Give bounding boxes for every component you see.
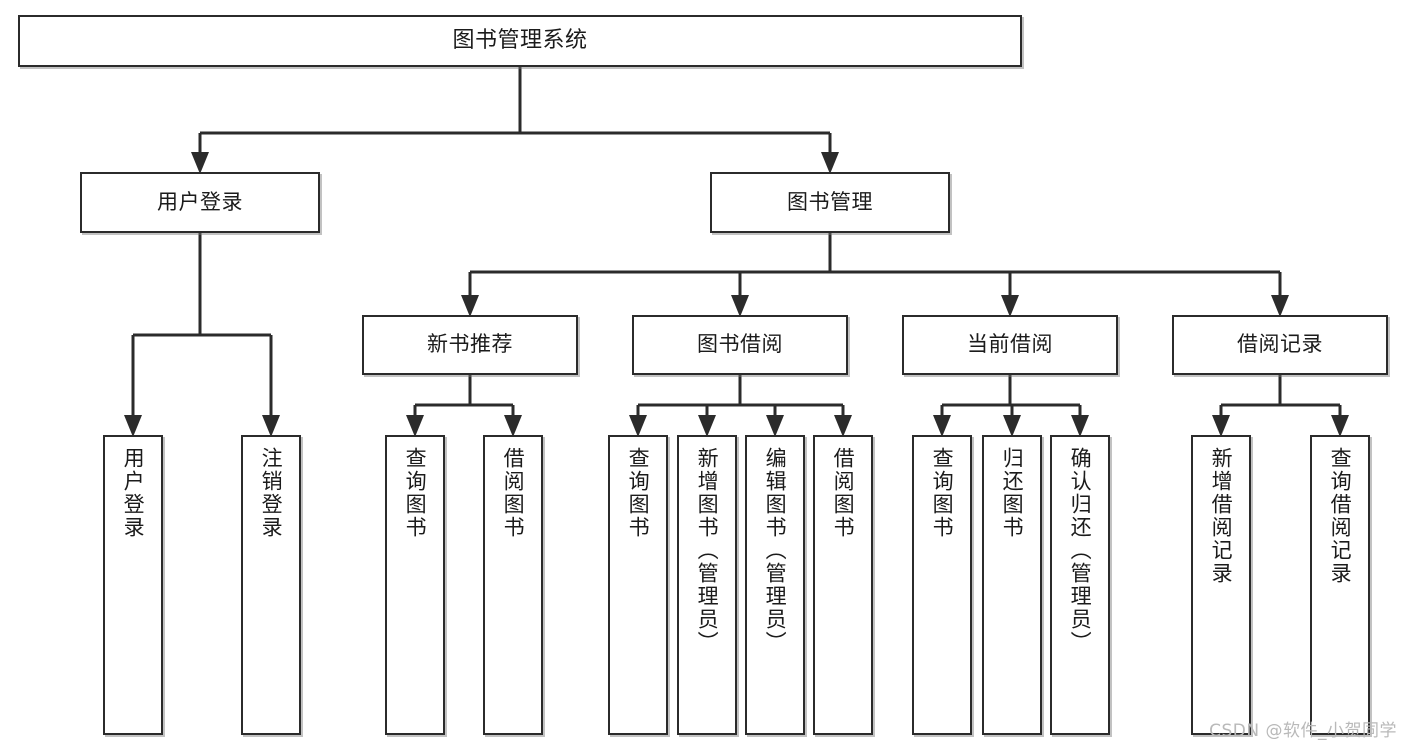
node-leaf-user-login-label: 用户登录 [121,447,146,539]
node-book-management[interactable]: 图书管理 [710,172,950,233]
node-leaf-cu-confirm-return-label: 确认归还（管理员） [1068,447,1093,654]
node-leaf-cu-confirm-return[interactable]: 确认归还（管理员） [1050,435,1110,735]
node-leaf-rc-add-record[interactable]: 新增借阅记录 [1191,435,1251,735]
node-leaf-logout[interactable]: 注销登录 [241,435,301,735]
node-leaf-rc-add-record-label: 新增借阅记录 [1209,447,1234,585]
node-borrow-records-label: 借阅记录 [1237,332,1323,357]
node-leaf-bo-add-book[interactable]: 新增图书（管理员） [677,435,737,735]
node-leaf-cu-query-book[interactable]: 查询图书 [912,435,972,735]
csdn-watermark: CSDN @软件_小贺同学 [1209,721,1397,741]
node-leaf-rc-query-record-label: 查询借阅记录 [1328,447,1353,585]
node-book-management-label: 图书管理 [787,189,873,214]
node-leaf-nb-query-book[interactable]: 查询图书 [385,435,445,735]
node-user-login-label: 用户登录 [157,189,243,214]
node-leaf-bo-add-book-label: 新增图书（管理员） [695,447,720,654]
node-root[interactable]: 图书管理系统 [18,15,1022,67]
node-new-book-recommend-label: 新书推荐 [427,332,513,357]
node-root-label: 图书管理系统 [452,27,588,53]
node-leaf-rc-query-record[interactable]: 查询借阅记录 [1310,435,1370,735]
node-leaf-nb-query-book-label: 查询图书 [403,447,428,539]
node-leaf-bo-query-book-label: 查询图书 [626,447,651,539]
node-new-book-recommend[interactable]: 新书推荐 [362,315,578,375]
node-current-borrow-label: 当前借阅 [967,332,1053,357]
node-leaf-cu-return-book-label: 归还图书 [1000,447,1025,539]
node-book-borrow[interactable]: 图书借阅 [632,315,848,375]
node-leaf-bo-borrow-book-label: 借阅图书 [831,447,856,539]
node-leaf-nb-borrow-book-label: 借阅图书 [501,447,526,539]
node-current-borrow[interactable]: 当前借阅 [902,315,1118,375]
node-leaf-cu-query-book-label: 查询图书 [930,447,955,539]
node-leaf-cu-return-book[interactable]: 归还图书 [982,435,1042,735]
node-user-login[interactable]: 用户登录 [80,172,320,233]
node-leaf-bo-borrow-book[interactable]: 借阅图书 [813,435,873,735]
node-leaf-nb-borrow-book[interactable]: 借阅图书 [483,435,543,735]
node-leaf-bo-edit-book-label: 编辑图书（管理员） [763,447,788,654]
node-leaf-user-login[interactable]: 用户登录 [103,435,163,735]
node-leaf-logout-label: 注销登录 [259,447,284,539]
node-book-borrow-label: 图书借阅 [697,332,783,357]
node-leaf-bo-query-book[interactable]: 查询图书 [608,435,668,735]
node-borrow-records[interactable]: 借阅记录 [1172,315,1388,375]
node-leaf-bo-edit-book[interactable]: 编辑图书（管理员） [745,435,805,735]
